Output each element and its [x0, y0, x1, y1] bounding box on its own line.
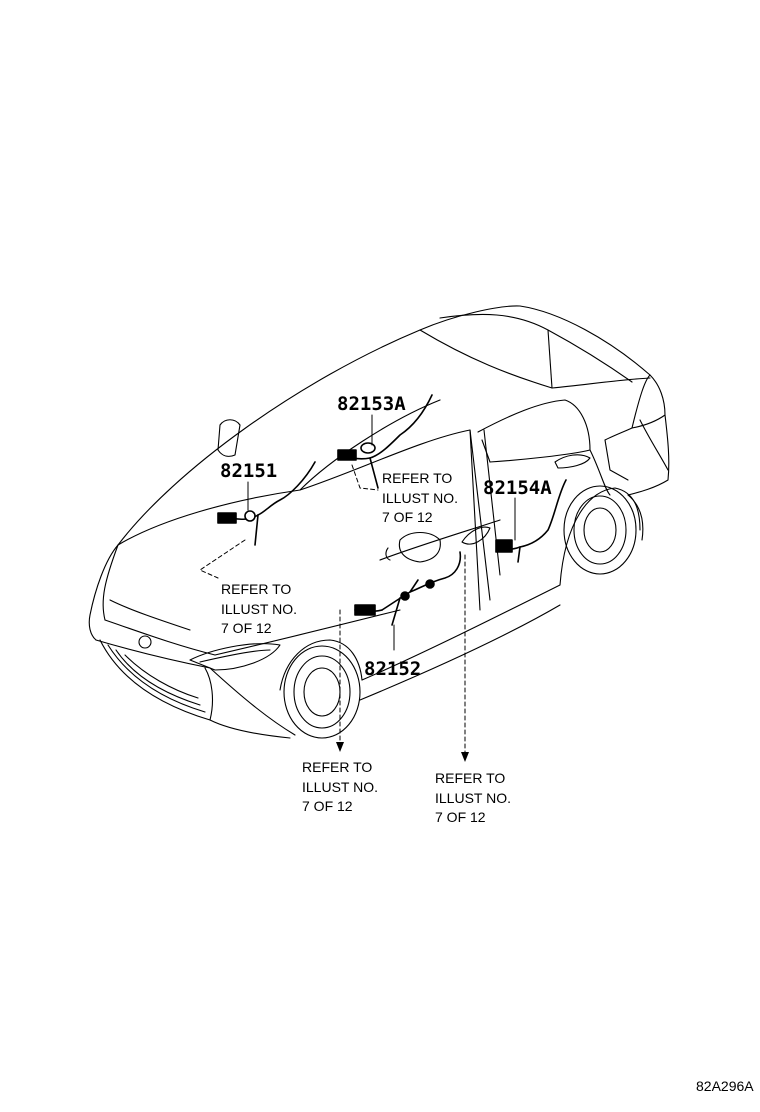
refer-note-82152: REFER TO ILLUST NO. 7 OF 12 — [302, 759, 378, 814]
refer-dashed-lines — [199, 464, 466, 756]
part-number-82151: 82151 — [220, 460, 278, 482]
part-number-82154a: 82154A — [483, 477, 552, 499]
harness-82152 — [354, 551, 462, 626]
arrowheads — [336, 742, 469, 762]
car-body-outline — [88, 305, 670, 739]
harness-82154a — [495, 479, 567, 563]
illustration-code: 82A296A — [696, 1078, 754, 1094]
refer-note-82151: REFER TO ILLUST NO. 7 OF 12 — [221, 581, 297, 636]
refer-note-82154a: REFER TO ILLUST NO. 7 OF 12 — [435, 770, 511, 825]
part-number-82153a: 82153A — [337, 393, 406, 415]
part-number-82152: 82152 — [364, 658, 422, 680]
harness-82153a — [337, 394, 433, 489]
harness-82151 — [217, 461, 316, 546]
leader-lines — [247, 414, 516, 651]
refer-note-82153a: REFER TO ILLUST NO. 7 OF 12 — [382, 470, 458, 525]
